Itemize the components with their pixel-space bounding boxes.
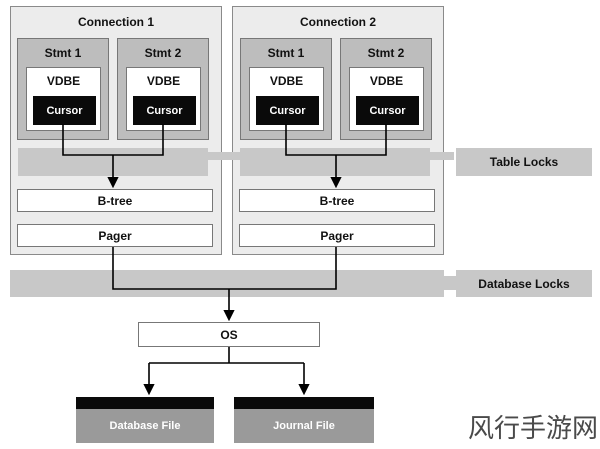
watermark: 风行手游网 bbox=[468, 414, 599, 444]
conn1-stmt1-cursor: Cursor bbox=[33, 96, 96, 125]
conn2-pager: Pager bbox=[239, 224, 435, 247]
table-locks-label: Table Locks bbox=[456, 148, 592, 176]
conn2-stmt2: Stmt 2 VDBE Cursor bbox=[340, 38, 432, 140]
os-box: OS bbox=[138, 322, 320, 347]
conn1-stmt2-label: Stmt 2 bbox=[144, 46, 182, 60]
conn2-stmt2-label: Stmt 2 bbox=[367, 46, 405, 60]
database-locks-label: Database Locks bbox=[456, 270, 592, 297]
conn1-stmt2: Stmt 2 VDBE Cursor bbox=[117, 38, 209, 140]
conn2-stmt1-vdbe: VDBE Cursor bbox=[249, 67, 324, 131]
conn1-stmt1-label: Stmt 1 bbox=[44, 46, 82, 60]
journal-file: Journal File bbox=[234, 397, 374, 443]
conn1-stmt2-cursor: Cursor bbox=[133, 96, 196, 125]
conn2-stmt2-vdbe-label: VDBE bbox=[369, 74, 404, 88]
conn1-btree: B-tree bbox=[17, 189, 213, 212]
conn1-stmt2-vdbe: VDBE Cursor bbox=[126, 67, 201, 131]
conn1-stmt1-vdbe-label: VDBE bbox=[46, 74, 81, 88]
conn1-cursor-link bbox=[62, 124, 164, 156]
connection-1-title: Connection 1 bbox=[77, 15, 154, 29]
table-locks-band-right bbox=[240, 148, 430, 176]
conn2-stmt1-cursor: Cursor bbox=[256, 96, 319, 125]
conn2-stmt2-vdbe: VDBE Cursor bbox=[349, 67, 424, 131]
connection-2-title: Connection 2 bbox=[299, 15, 376, 29]
database-locks-connector bbox=[444, 276, 456, 290]
conn2-cursor-link bbox=[285, 124, 387, 156]
conn2-stmt1-label: Stmt 1 bbox=[267, 46, 305, 60]
conn2-btree: B-tree bbox=[239, 189, 435, 212]
conn2-stmt1: Stmt 1 VDBE Cursor bbox=[240, 38, 332, 140]
conn2-stmt2-cursor: Cursor bbox=[356, 96, 419, 125]
database-file: Database File bbox=[76, 397, 214, 443]
database-locks-band bbox=[10, 270, 444, 297]
pagers-link bbox=[112, 247, 337, 290]
conn1-stmt1: Stmt 1 VDBE Cursor bbox=[17, 38, 109, 140]
conn1-pager: Pager bbox=[17, 224, 213, 247]
conn1-stmt2-vdbe-label: VDBE bbox=[146, 74, 181, 88]
conn2-stmt1-vdbe-label: VDBE bbox=[269, 74, 304, 88]
